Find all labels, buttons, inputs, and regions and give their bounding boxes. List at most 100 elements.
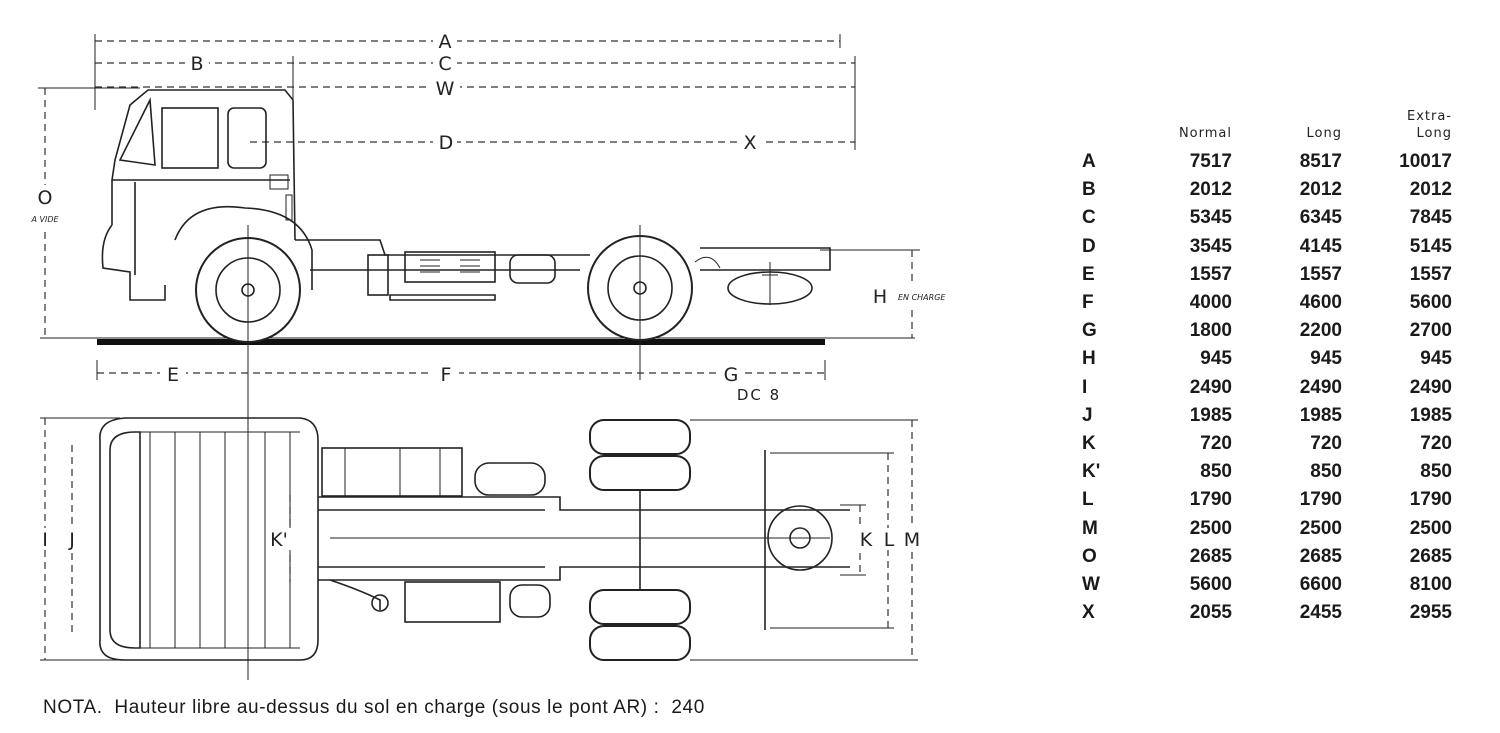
value-long: 2685 — [1299, 545, 1342, 567]
dim-label-k-prime: K' — [270, 529, 288, 551]
row-key: A — [1082, 151, 1096, 173]
nota-note: NOTA. Hauteur libre au-dessus du sol en … — [43, 697, 705, 719]
dim-label-g: G — [724, 364, 739, 386]
value-normal: 1557 — [1189, 263, 1232, 285]
row-key: K' — [1082, 461, 1101, 483]
dim-label-d: D — [439, 132, 454, 154]
dim-label-h: H — [873, 286, 887, 308]
value-long: 4600 — [1299, 292, 1342, 314]
value-normal: 1985 — [1189, 404, 1232, 426]
table-row: C 5345 6345 7845 — [1082, 204, 1452, 232]
table-header-long: Long — [1306, 126, 1342, 141]
value-normal: 4000 — [1189, 292, 1232, 314]
row-key: W — [1082, 573, 1100, 595]
value-long: 1985 — [1299, 404, 1342, 426]
row-key: I — [1082, 376, 1088, 398]
value-long: 720 — [1310, 432, 1342, 454]
value-extra-long: 2490 — [1409, 376, 1452, 398]
value-normal: 3545 — [1189, 235, 1232, 257]
row-key: X — [1082, 602, 1095, 624]
table-row: L 1790 1790 1790 — [1082, 486, 1452, 514]
value-long: 2490 — [1299, 376, 1342, 398]
value-normal: 850 — [1200, 461, 1232, 483]
dim-label-w: W — [436, 78, 455, 100]
value-extra-long: 720 — [1420, 432, 1452, 454]
value-normal: 1790 — [1189, 489, 1232, 511]
value-normal: 5345 — [1189, 207, 1232, 229]
table-header-extra-long: Extra- Long — [1406, 109, 1452, 141]
row-key: O — [1082, 545, 1097, 567]
dim-label-c: C — [438, 53, 451, 75]
dim-label-i: I — [42, 529, 48, 551]
value-extra-long: 1557 — [1409, 263, 1452, 285]
value-long: 6345 — [1299, 207, 1342, 229]
value-normal: 2500 — [1189, 517, 1232, 539]
value-long: 2455 — [1299, 602, 1342, 624]
table-row: K' 850 850 850 — [1082, 458, 1452, 486]
table-row: G 1800 2200 2700 — [1082, 317, 1452, 345]
value-extra-long: 5145 — [1409, 235, 1452, 257]
dim-label-j: J — [68, 529, 75, 551]
value-long: 1790 — [1299, 489, 1342, 511]
row-key: H — [1082, 348, 1096, 370]
table-row: I 2490 2490 2490 — [1082, 374, 1452, 402]
value-extra-long: 2500 — [1409, 517, 1452, 539]
dim-label-m: M — [904, 529, 920, 551]
dim-label-f: F — [441, 364, 452, 386]
dim-label-b: B — [190, 53, 203, 75]
en-charge-label: EN CHARGE — [898, 293, 946, 302]
value-extra-long: 1790 — [1409, 489, 1452, 511]
table-row: K 720 720 720 — [1082, 430, 1452, 458]
table-row: O 2685 2685 2685 — [1082, 543, 1452, 571]
value-extra-long: 2955 — [1409, 602, 1452, 624]
table-row: D 3545 4145 5145 — [1082, 233, 1452, 261]
nota-text: Hauteur libre au-dessus du sol en charge… — [114, 697, 660, 718]
value-long: 4145 — [1299, 235, 1342, 257]
dim-label-a: A — [439, 31, 452, 53]
value-long: 2500 — [1299, 517, 1342, 539]
row-key: L — [1082, 489, 1094, 511]
value-extra-long: 10017 — [1399, 151, 1452, 173]
value-normal: 2685 — [1189, 545, 1232, 567]
row-key: F — [1082, 292, 1094, 314]
value-normal: 5600 — [1189, 573, 1232, 595]
value-normal: 720 — [1200, 432, 1232, 454]
value-long: 8517 — [1299, 151, 1342, 173]
nota-label: NOTA. — [43, 697, 103, 718]
value-extra-long: 850 — [1420, 461, 1452, 483]
value-long: 2200 — [1299, 320, 1342, 342]
dc8-label: DC 8 — [737, 386, 781, 404]
dim-label-o: O — [38, 187, 53, 209]
row-key: C — [1082, 207, 1096, 229]
value-extra-long: 1985 — [1409, 404, 1452, 426]
value-long: 850 — [1310, 461, 1342, 483]
top-view: I J K' K L M — [38, 400, 924, 680]
value-normal: 1800 — [1189, 320, 1232, 342]
row-key: G — [1082, 320, 1097, 342]
table-row: M 2500 2500 2500 — [1082, 514, 1452, 542]
value-normal: 2490 — [1189, 376, 1232, 398]
row-key: M — [1082, 517, 1098, 539]
nota-value: 240 — [671, 697, 705, 718]
row-key: K — [1082, 432, 1096, 454]
value-extra-long: 2685 — [1409, 545, 1452, 567]
dim-label-x: X — [743, 132, 756, 154]
value-extra-long: 7845 — [1409, 207, 1452, 229]
value-extra-long: 2700 — [1409, 320, 1452, 342]
row-key: D — [1082, 235, 1096, 257]
table-header-normal: Normal — [1178, 126, 1232, 141]
value-long: 945 — [1310, 348, 1342, 370]
dim-label-k: K — [860, 529, 873, 551]
value-long: 1557 — [1299, 263, 1342, 285]
value-extra-long: 5600 — [1409, 292, 1452, 314]
value-normal: 945 — [1200, 348, 1232, 370]
value-normal: 2055 — [1189, 602, 1232, 624]
